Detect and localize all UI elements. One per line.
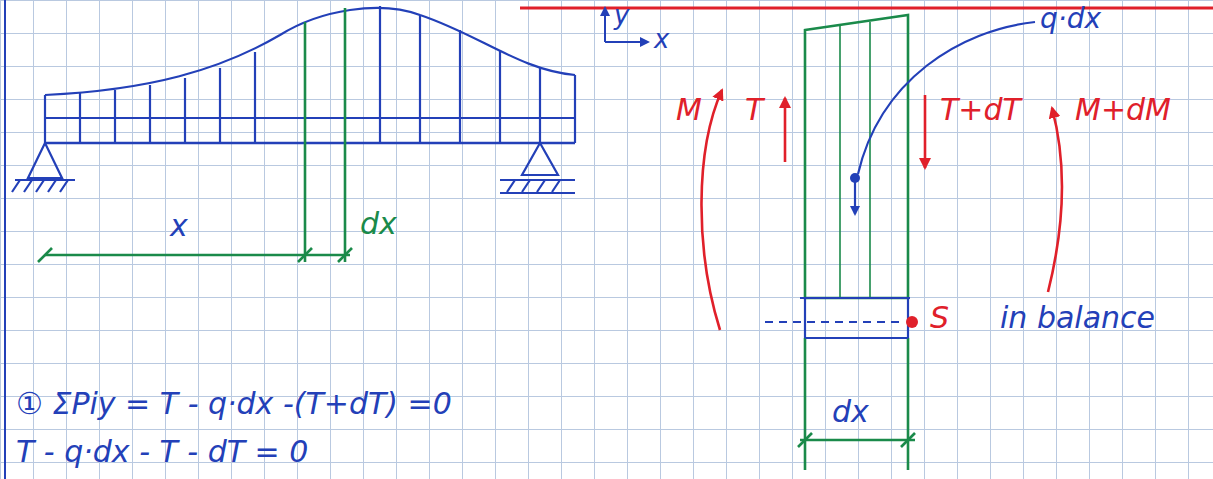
axis-label: y [614, 0, 629, 31]
dimension-label: dx [360, 206, 397, 242]
moment-label: M [676, 92, 702, 128]
equation-text: T - q·dx - T - dT = 0 [16, 434, 308, 470]
point-label: S [930, 300, 949, 336]
dimension-label: dx [832, 394, 869, 430]
dimension-label: x [170, 208, 188, 244]
moment-label: M+dM [1075, 92, 1171, 128]
load-label: q·dx [1040, 2, 1101, 36]
note-text: in balance [1000, 300, 1155, 336]
force-label: T+dT [940, 92, 1021, 128]
axis-label: x [654, 24, 669, 55]
force-label: T [745, 92, 763, 128]
equation-text: ① ΣPiy = T - q·dx -(T+dT) =0 [16, 386, 452, 422]
